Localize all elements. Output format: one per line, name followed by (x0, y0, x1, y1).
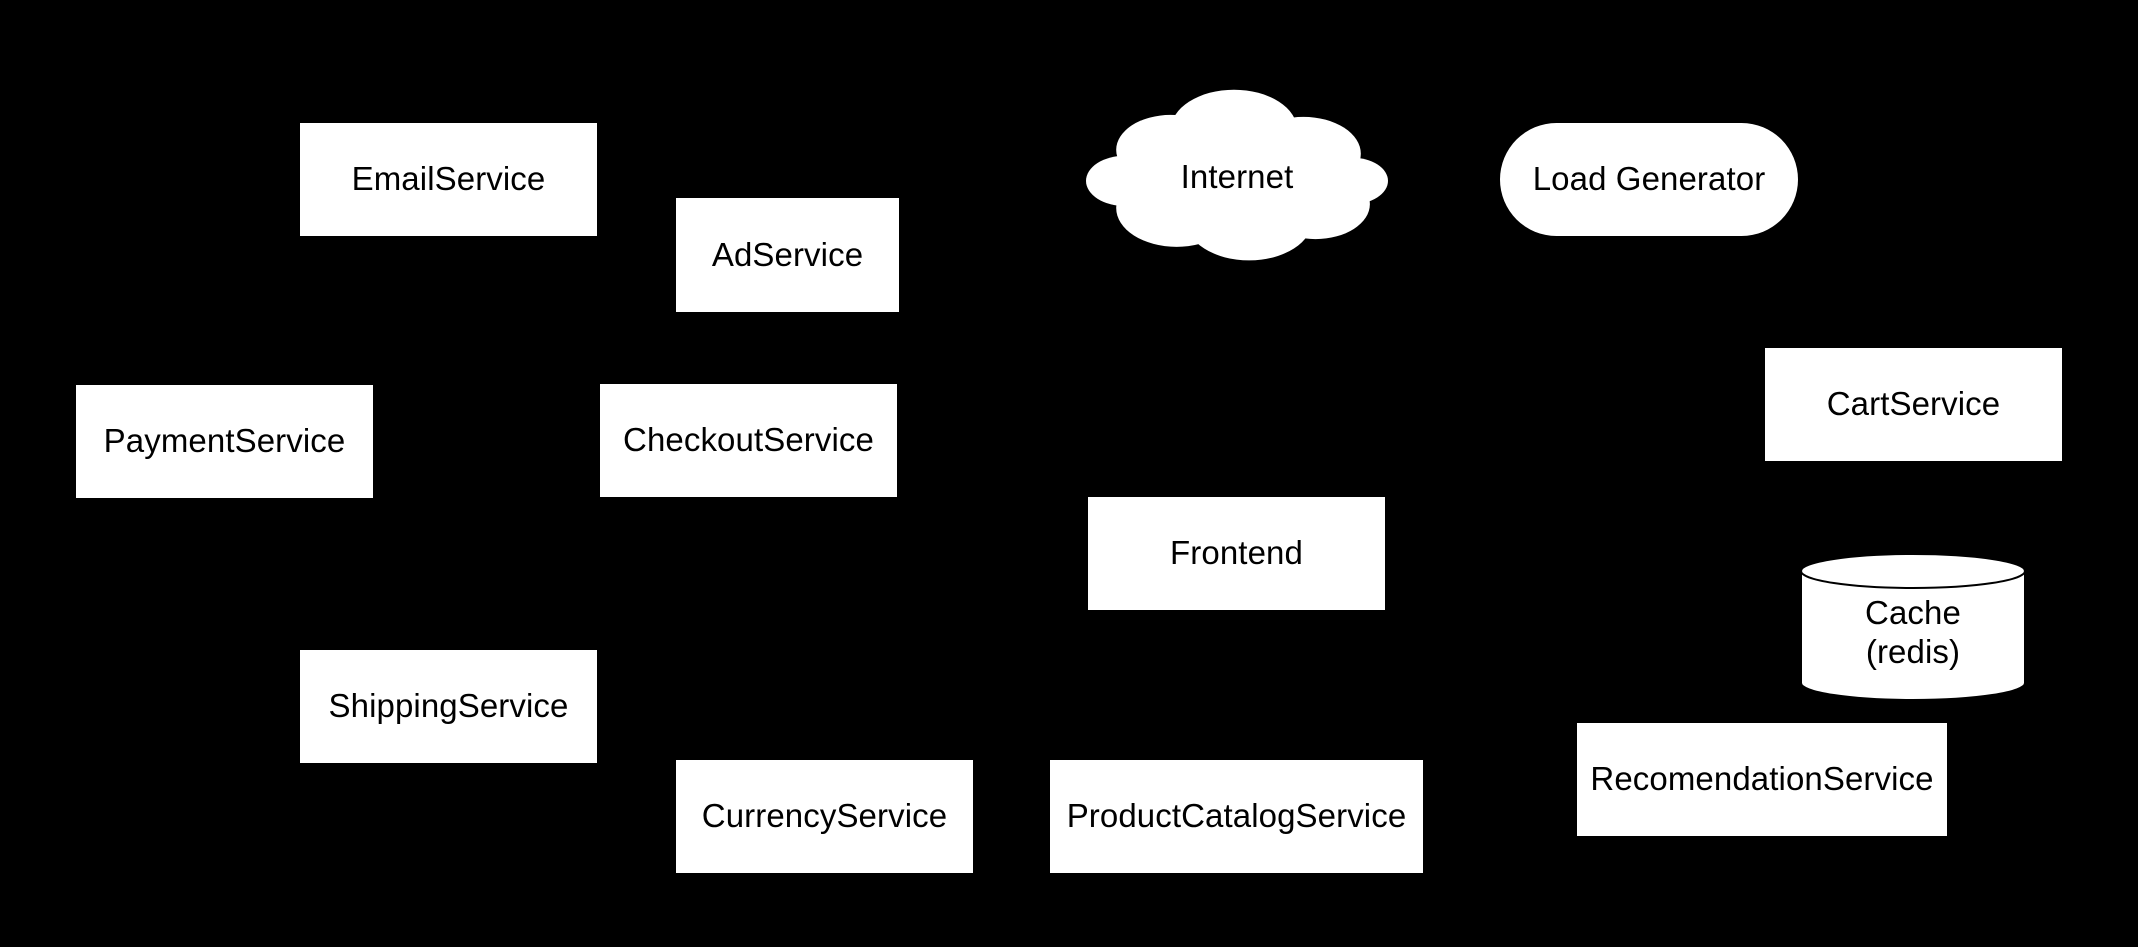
node-currency-service[interactable]: CurrencyService (676, 760, 973, 873)
node-label-internet: Internet (1180, 157, 1294, 195)
node-frontend[interactable]: Frontend (1088, 497, 1385, 610)
node-payment-service[interactable]: PaymentService (76, 385, 373, 498)
node-label-cart-service: CartService (1826, 385, 2001, 423)
node-label-checkout-service: CheckoutService (623, 421, 874, 459)
node-recomendation-service[interactable]: RecomendationService (1577, 723, 1947, 836)
cylinder-shape-icon (1800, 553, 2026, 700)
node-label-recomendation-service: RecomendationService (1590, 760, 1934, 798)
node-label-frontend: Frontend (1170, 534, 1303, 572)
node-label-ad-service: AdService (711, 235, 864, 273)
node-shipping-service[interactable]: ShippingService (300, 650, 597, 763)
node-product-catalog-service[interactable]: ProductCatalogService (1050, 760, 1423, 873)
node-label-cache-redis: Cache (redis) (1865, 593, 1961, 670)
node-ad-service[interactable]: AdService (676, 198, 899, 312)
node-label-payment-service: PaymentService (103, 422, 346, 460)
node-label-currency-service: CurrencyService (701, 797, 948, 835)
node-load-generator[interactable]: Load Generator (1500, 123, 1798, 236)
node-label-product-catalog-service: ProductCatalogService (1066, 797, 1407, 835)
cloud-shape-icon (1086, 89, 1388, 261)
node-cart-service[interactable]: CartService (1765, 348, 2062, 461)
node-cache-redis[interactable]: Cache (redis) (1800, 553, 2026, 700)
node-label-shipping-service: ShippingService (328, 687, 569, 725)
node-label-load-generator: Load Generator (1532, 160, 1766, 198)
node-label-email-service: EmailService (351, 160, 546, 198)
node-checkout-service[interactable]: CheckoutService (600, 384, 897, 497)
node-email-service[interactable]: EmailService (300, 123, 597, 236)
node-internet[interactable]: Internet (1086, 80, 1388, 274)
